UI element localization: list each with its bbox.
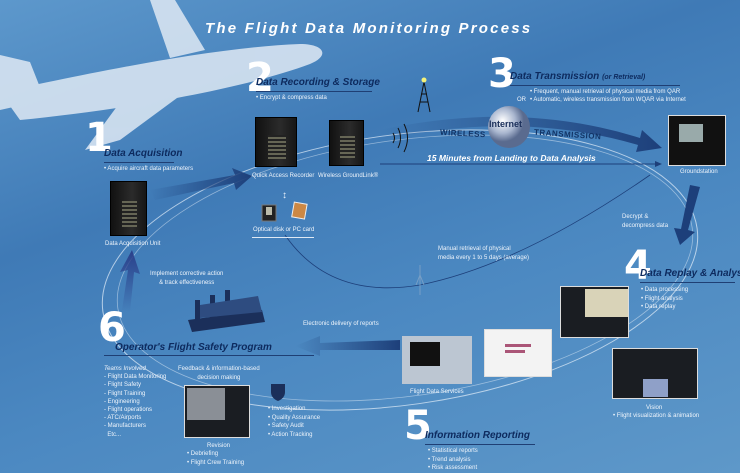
step-3-title: Data Transmission (or Retrieval) — [510, 71, 646, 82]
flight-data-services-photo — [402, 336, 472, 384]
shield-icon — [271, 384, 285, 401]
arrow-manual-retrieval — [284, 174, 651, 289]
step-6-number: 6 — [98, 305, 126, 351]
revision-bullets: • Debriefing• Flight Crew Training — [187, 451, 245, 466]
quick-access-recorder-label: Quick Access Recorder — [252, 173, 315, 179]
step-5-title: Information Reporting — [425, 430, 530, 441]
step-4-title: Data Replay & Analysis — [640, 268, 740, 279]
data-acquisition-unit-label: Data Acquisition Unit — [105, 241, 161, 247]
step-1-number: 1 — [85, 115, 113, 161]
step-6-title: Operator's Flight Safety Program — [115, 342, 272, 353]
step-1-title: Data Acquisition — [104, 148, 183, 159]
internet-globe-icon — [488, 106, 530, 148]
vision-label: Vision — [646, 405, 663, 411]
step-2-bullet: • Encrypt & compress data — [256, 95, 327, 101]
internet-label: Internet — [489, 119, 523, 129]
wireless-groundlink-label: Wireless GroundLink® — [318, 173, 379, 179]
step-2-title: Data Recording & Storage — [256, 77, 380, 88]
step-1-bullet: • Acquire aircraft data parameters — [104, 166, 194, 172]
airplane-illustration — [0, 0, 323, 150]
step-5-bullets: • Statistical reports• Trend analysis• R… — [428, 448, 478, 471]
corrective-action-text: Implement corrective action& track effec… — [150, 271, 224, 286]
media-label: Optical disk or PC card — [253, 227, 315, 233]
quick-access-recorder-image — [255, 117, 297, 167]
arrow-wireless — [380, 116, 662, 152]
decrypt-text: Decrypt &decompress data — [622, 214, 669, 229]
analysis-software-screenshot — [560, 286, 629, 338]
page-title: The Flight Data Monitoring Process — [205, 20, 533, 37]
step-3-bullet: • Frequent, manual retrieval of physical… — [530, 89, 681, 95]
groundstation-label: Groundstation — [680, 169, 718, 175]
step-4-bullets: • Data processing• Flight analysis• Data… — [641, 287, 689, 310]
or-label: OR — [517, 97, 526, 103]
revision-label: Revision — [207, 443, 231, 449]
vision-bullet: • Flight visualization & animation — [613, 413, 700, 419]
electronic-delivery-text: Electronic delivery of reports — [303, 321, 379, 327]
arrow-3-to-4 — [674, 185, 700, 245]
step-3-bullet: • Automatic, wireless transmission from … — [530, 97, 686, 103]
flight-data-services-label: Flight Data Services — [410, 389, 464, 395]
radio-tower-icon — [417, 77, 431, 113]
safety-actions-list: • Investigation• Quality Assurance• Safe… — [268, 406, 321, 438]
step-5-number: 5 — [404, 403, 432, 449]
revision-screenshot — [184, 385, 250, 438]
double-arrow-icon: ↕ — [282, 190, 287, 201]
tagline: 15 Minutes from Landing to Data Analysis — [427, 153, 596, 163]
operator-building-icon — [188, 290, 265, 332]
wireless-signal-icon — [392, 123, 408, 153]
wireless-groundlink-image — [329, 120, 364, 166]
pc-card-icon — [291, 201, 308, 220]
report-spreadsheet-screenshot — [484, 329, 552, 377]
person-silhouette — [415, 265, 425, 295]
arrow-5-to-6 — [295, 336, 400, 356]
groundstation-image — [668, 115, 726, 166]
step-4-number: 4 — [624, 243, 652, 289]
step-3-number: 3 — [488, 51, 516, 97]
arrow-1-to-2 — [150, 168, 252, 200]
vision-software-screenshot — [612, 348, 698, 399]
data-acquisition-unit-image — [110, 181, 147, 236]
arrow-6-to-1 — [120, 250, 140, 312]
teams-list: Teams Involved - Flight Data Monitoring-… — [104, 366, 167, 438]
